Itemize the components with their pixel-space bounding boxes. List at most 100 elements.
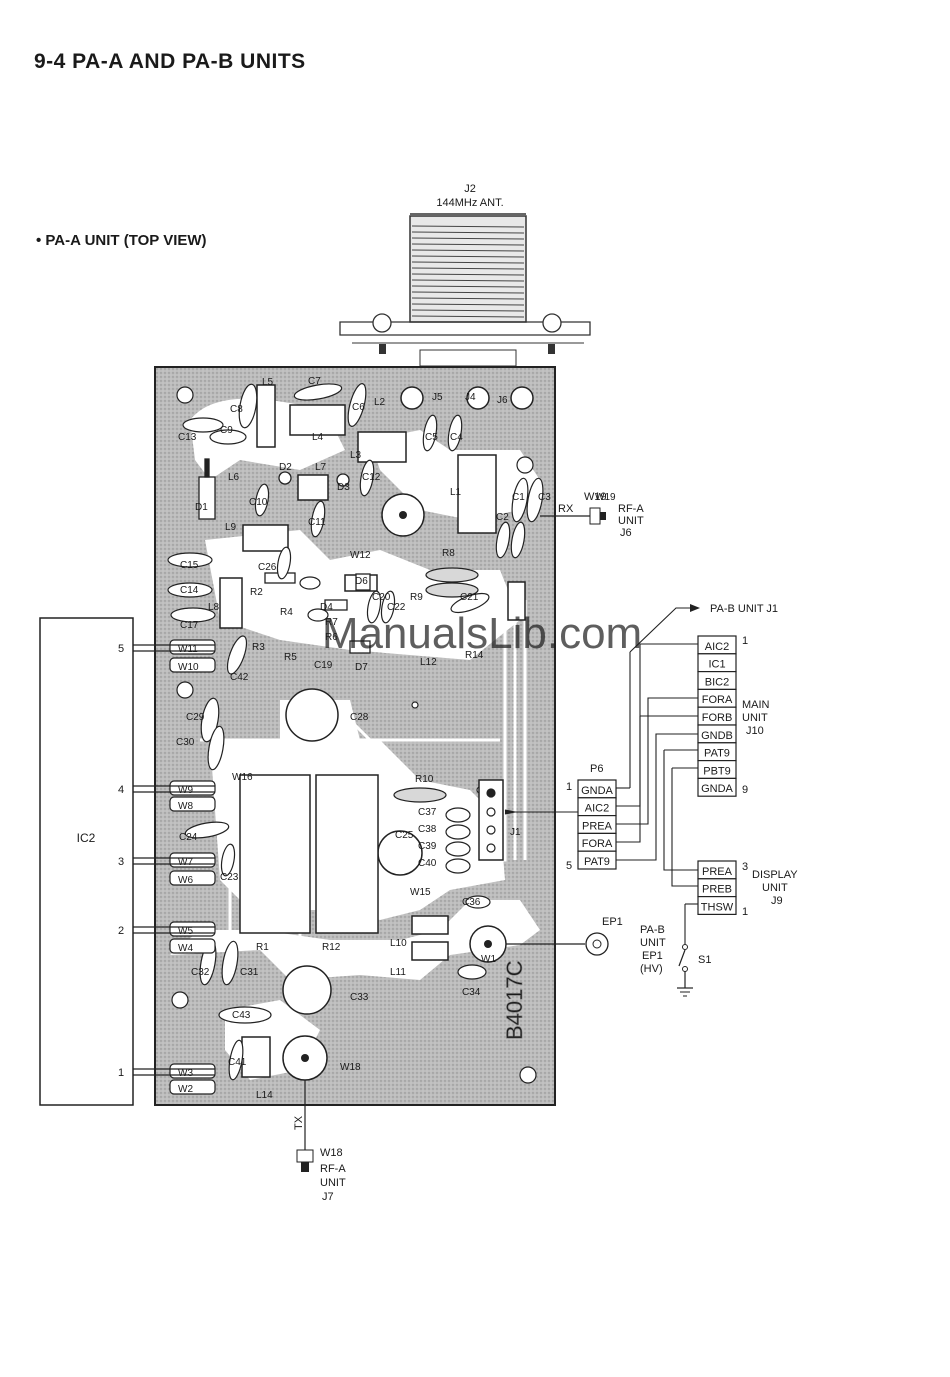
component-ref: L1: [450, 487, 462, 498]
component-ref: L11: [390, 967, 406, 978]
component-ref: C4: [450, 432, 463, 443]
display-unit-pin-label: PREA: [702, 866, 733, 878]
component-ref: L4: [312, 432, 324, 443]
component-ref: D7: [355, 662, 368, 673]
rx-ref: W19: [584, 491, 607, 503]
pad-label: W5: [178, 926, 193, 937]
component-ref: C17: [180, 620, 199, 631]
component-ref: L7: [315, 462, 327, 473]
display-unit-pin-label: THSW: [701, 901, 734, 913]
pad-label: W7: [178, 857, 193, 868]
component-ref: W15: [410, 887, 431, 898]
main-unit-pin-label: GNDB: [701, 730, 733, 742]
component-ref: R9: [410, 592, 423, 603]
component-ref: R2: [250, 587, 263, 598]
rx-signal: RX: [558, 503, 574, 515]
component-ref: W1: [481, 954, 496, 965]
component-ref: R4: [280, 607, 293, 618]
wiring: [504, 607, 698, 944]
ep1-dest-1: PA-B: [640, 924, 665, 936]
component-ref: C28: [350, 712, 369, 723]
component-ref: C21: [460, 592, 479, 603]
p6-pin-label: GNDA: [581, 785, 613, 797]
antenna-ref: J2: [464, 183, 476, 195]
s1-ref: S1: [698, 954, 711, 966]
main-unit-label-2: UNIT: [742, 712, 768, 724]
component-ref: C10: [249, 497, 268, 508]
pad-label: W6: [178, 875, 193, 886]
ic2-pin-number: 2: [118, 925, 124, 937]
component-ref: C40: [418, 858, 437, 869]
component-ref: C11: [308, 517, 326, 528]
main-unit-pin-label: PBT9: [703, 765, 731, 777]
pad-label: W10: [178, 662, 199, 673]
component-ref: L10: [390, 938, 407, 949]
component-ref: C14: [180, 585, 199, 596]
component-ref: L2: [374, 397, 386, 408]
component-ref: C22: [387, 602, 406, 613]
antenna-connector: J2 144MHz ANT.: [339, 183, 591, 367]
component-ref: J6: [497, 395, 508, 406]
ep1-dest-2: UNIT: [640, 937, 666, 949]
view-subtitle: • PA-A UNIT (TOP VIEW): [36, 232, 207, 249]
tx-ref: W18: [320, 1147, 343, 1159]
main-unit-pin-label: GNDA: [701, 783, 733, 795]
component-ref: C37: [418, 807, 437, 818]
pad-label: W4: [178, 943, 193, 954]
rx-dest-3: J6: [620, 527, 632, 539]
display-unit-pin-box: [697, 895, 737, 915]
component-ref: C31: [240, 967, 259, 978]
component-ref: J4: [465, 392, 476, 403]
main-unit-pin-label: FORA: [702, 694, 733, 706]
main-unit-pin-label: IC1: [708, 659, 725, 671]
s1-switch: S1: [677, 944, 711, 997]
component-ref: D3: [337, 482, 350, 493]
component-ref: C8: [230, 404, 243, 415]
component-ref: C2: [496, 512, 509, 523]
component-ref: W19: [595, 492, 616, 503]
display-unit-pin-label: PREB: [702, 884, 732, 896]
main-unit-label-1: MAIN: [742, 699, 770, 711]
p6-pin-label: AIC2: [585, 803, 609, 815]
component-ref: C25: [395, 830, 414, 841]
p6-pin-label: PAT9: [584, 856, 610, 868]
pad-label: W8: [178, 801, 193, 812]
component-ref: C43: [232, 1010, 251, 1021]
component-ref: C38: [418, 824, 437, 835]
component-ref: C30: [176, 737, 195, 748]
component-ref: C39: [418, 841, 437, 852]
display-unit-label-3: J9: [771, 895, 783, 907]
ep1-dest-4: (HV): [640, 963, 663, 975]
tx-signal: TX: [293, 1115, 305, 1130]
component-ref: W12: [350, 550, 371, 561]
main-unit-pin-box: [697, 777, 737, 797]
component-ref: C32: [191, 967, 210, 978]
component-ref: C7: [308, 376, 321, 387]
component-ref: J1: [510, 827, 521, 838]
main-last-pin: 9: [742, 784, 748, 796]
antenna-label: 144MHz ANT.: [436, 197, 503, 209]
component-ref: L14: [256, 1090, 273, 1101]
tx-dest-3: J7: [322, 1191, 334, 1203]
component-ref: C29: [186, 712, 205, 723]
component-ref: L9: [225, 522, 237, 533]
main-first-pin: 1: [742, 635, 748, 647]
p6-pin-box: [577, 850, 617, 870]
component-ref: C41: [228, 1057, 247, 1068]
page-title: 9-4 PA-A AND PA-B UNITS: [34, 50, 306, 73]
pad-label: W9: [178, 785, 193, 796]
component-ref: C13: [178, 432, 197, 443]
component-ref: R6: [325, 632, 338, 643]
ic2-pin-number: 3: [118, 856, 124, 868]
component-ref: L12: [420, 657, 437, 668]
pab-unit-link: PA-B UNIT J1: [710, 603, 778, 615]
display-last-pin: 1: [742, 906, 748, 918]
p6-pin-label: FORA: [582, 838, 613, 850]
rx-dest-2: UNIT: [618, 515, 644, 527]
component-ref: C20: [372, 592, 391, 603]
component-ref: C1: [512, 492, 525, 503]
